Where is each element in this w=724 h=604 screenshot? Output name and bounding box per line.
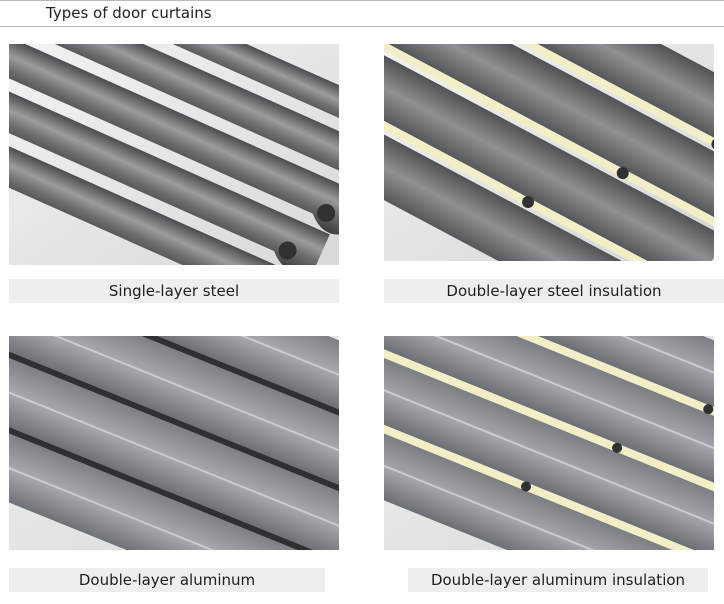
double-layer-aluminum-insulation-slat-image: [384, 336, 714, 550]
caption-double-layer-aluminum-insulation: Double-layer aluminum insulation: [408, 568, 708, 592]
double-layer-aluminum-slat-image: [9, 336, 339, 550]
caption-label: Single-layer steel: [108, 282, 240, 300]
caption-label: Double-layer aluminum: [78, 571, 256, 589]
header-bar: Types of door curtains: [0, 0, 724, 27]
page-title: Types of door curtains: [46, 4, 212, 22]
caption-single-layer-steel: Single-layer steel: [9, 279, 339, 303]
double-layer-steel-insulation-slat-image: [384, 44, 714, 261]
caption-double-layer-steel-insulation: Double-layer steel insulation: [384, 279, 724, 303]
caption-label: Double-layer steel insulation: [446, 282, 662, 300]
single-layer-steel-slat-image: [9, 44, 339, 265]
caption-double-layer-aluminum: Double-layer aluminum: [9, 568, 325, 592]
caption-label: Double-layer aluminum insulation: [430, 571, 686, 589]
